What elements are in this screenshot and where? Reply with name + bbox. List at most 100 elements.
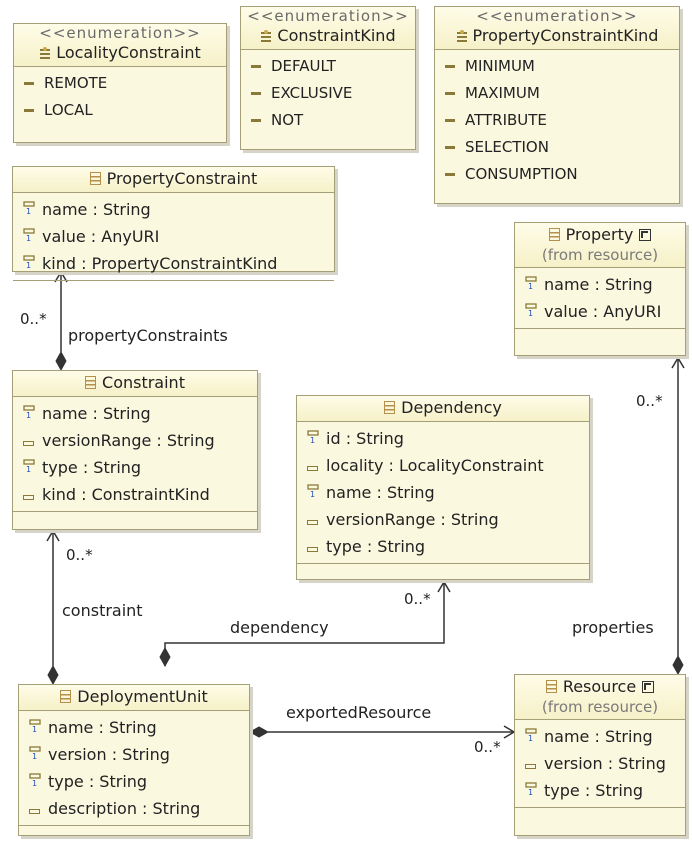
class-header: PropertyConstraint <box>13 167 334 193</box>
protected-attribute-icon <box>305 506 321 533</box>
class-attribute: version : String <box>523 750 679 777</box>
package-origin: (from resource) <box>541 698 659 716</box>
literal-icon <box>445 65 455 68</box>
enumeration-icon <box>260 26 272 42</box>
enum-literal: DEFAULT <box>249 53 409 80</box>
exportedResource-multiplicity: 0..* <box>474 738 501 756</box>
class-header: Resource (from resource) <box>515 675 685 720</box>
svg-text:1: 1 <box>26 411 31 419</box>
propertyConstraints-diamond <box>55 350 67 372</box>
dependency-multiplicity: 0..* <box>404 590 431 608</box>
propertyConstraints-arrow <box>54 270 68 283</box>
class-attribute: versionRange : String <box>305 506 583 533</box>
enum-header: <<enumeration>> LocalityConstraint <box>14 24 226 67</box>
svg-text:1: 1 <box>528 734 533 742</box>
enumeration-icon <box>39 43 51 59</box>
enum-literal: ATTRIBUTE <box>443 107 673 134</box>
enumeration-icon <box>456 26 468 42</box>
enum-name: ConstraintKind <box>277 26 396 45</box>
public-attribute-icon: 1 <box>523 298 539 325</box>
dependency-diamond <box>159 646 171 668</box>
svg-text:1: 1 <box>26 465 31 473</box>
class-attribute: kind : ConstraintKind <box>21 481 251 508</box>
public-attribute-icon: 1 <box>21 400 37 427</box>
enum-literal: CONSUMPTION <box>443 161 673 188</box>
enum-locality-constraint[interactable]: <<enumeration>> LocalityConstraint REMOT… <box>13 23 227 143</box>
properties-arrow <box>671 356 685 369</box>
stereotype-label: <<enumeration>> <box>247 7 409 25</box>
class-name: Property <box>565 225 634 244</box>
enum-constraint-kind[interactable]: <<enumeration>> ConstraintKind DEFAULT E… <box>240 6 416 150</box>
class-icon <box>384 401 396 414</box>
literal-icon <box>24 109 34 112</box>
literal-icon <box>445 92 455 95</box>
public-attribute-icon: 1 <box>27 768 43 795</box>
class-name: Dependency <box>401 398 502 417</box>
public-attribute-icon: 1 <box>523 271 539 298</box>
operations-compartment <box>13 281 334 293</box>
class-icon <box>548 228 560 241</box>
svg-text:1: 1 <box>528 282 533 290</box>
properties-diamond <box>672 654 684 676</box>
class-name: PropertyConstraint <box>106 169 258 188</box>
public-attribute-icon: 1 <box>523 777 539 804</box>
svg-text:1: 1 <box>26 207 31 215</box>
class-attribute: type : String <box>305 533 583 560</box>
public-attribute-icon: 1 <box>21 250 37 277</box>
public-attribute-icon: 1 <box>21 454 37 481</box>
svg-text:1: 1 <box>310 436 315 444</box>
enum-literal: NOT <box>249 107 409 134</box>
dependency-label: dependency <box>230 618 329 637</box>
external-reference-icon[interactable] <box>642 681 655 693</box>
public-attribute-icon: 1 <box>27 714 43 741</box>
svg-text:1: 1 <box>32 779 37 787</box>
propertyConstraints-multiplicity: 0..* <box>20 310 47 328</box>
class-header: Constraint <box>13 371 257 397</box>
literal-icon <box>251 92 261 95</box>
constraint-label: constraint <box>62 601 143 620</box>
protected-attribute-icon <box>305 533 321 560</box>
exportedResource-label: exportedResource <box>286 703 432 722</box>
svg-text:1: 1 <box>26 234 31 242</box>
class-icon <box>89 172 101 185</box>
enum-literal: MAXIMUM <box>443 80 673 107</box>
external-reference-icon[interactable] <box>639 229 652 241</box>
enum-literal: LOCAL <box>22 97 220 124</box>
literal-icon <box>251 65 261 68</box>
enum-literal: REMOTE <box>22 70 220 97</box>
operations-compartment <box>297 564 589 576</box>
svg-text:1: 1 <box>528 788 533 796</box>
public-attribute-icon: 1 <box>21 223 37 250</box>
class-attribute: versionRange : String <box>21 427 251 454</box>
enum-property-constraint-kind[interactable]: <<enumeration>> PropertyConstraintKind M… <box>434 6 680 204</box>
protected-attribute-icon <box>21 481 37 508</box>
enum-literal: EXCLUSIVE <box>249 80 409 107</box>
constraint-diamond <box>47 664 59 686</box>
public-attribute-icon: 1 <box>27 741 43 768</box>
protected-attribute-icon <box>27 795 43 822</box>
protected-attribute-icon <box>523 750 539 777</box>
protected-attribute-icon <box>305 452 321 479</box>
public-attribute-icon: 1 <box>21 196 37 223</box>
constraint-arrow <box>46 529 60 542</box>
enum-header: <<enumeration>> ConstraintKind <box>241 7 415 50</box>
